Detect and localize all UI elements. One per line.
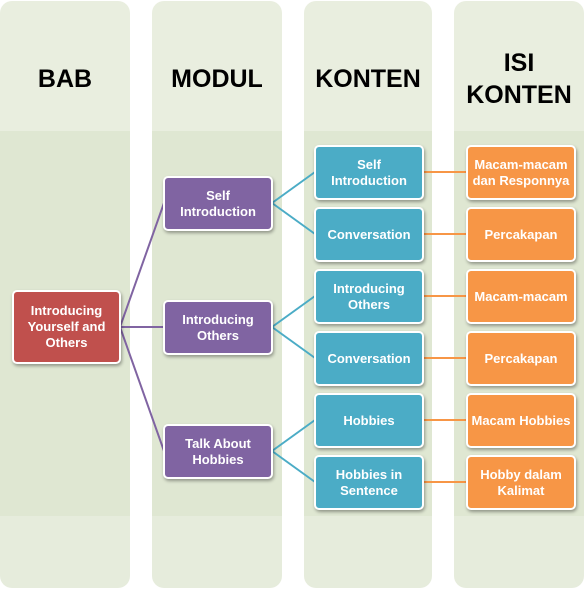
isi-konten-node-hobby-dalam-kalimat: Hobby dalam Kalimat	[466, 455, 576, 510]
isi-konten-node-macam-macam: Macam-macam	[466, 269, 576, 324]
modul-node-introducing-others: Introducing Others	[163, 300, 273, 355]
column-modul-panel	[152, 1, 282, 588]
header-konten: KONTEN	[315, 65, 421, 93]
bab-node: Introducing Yourself and Others	[12, 290, 121, 364]
connector-modul1-to-konten-2	[271, 202, 316, 235]
isi-konten-node-macam-hobbies: Macam Hobbies	[466, 393, 576, 448]
header-isi-konten: ISI KONTEN	[466, 49, 572, 109]
konten-node-conversation-2: Conversation	[314, 331, 424, 386]
modul-node-self-introduction: Self Introduction	[163, 176, 273, 231]
connector-modul3-to-konten-5	[271, 419, 316, 452]
konten-node-conversation-1: Conversation	[314, 207, 424, 262]
connector-modul2-to-konten-3	[271, 295, 316, 328]
isi-konten-node-percakapan-1: Percakapan	[466, 207, 576, 262]
konten-node-hobbies: Hobbies	[314, 393, 424, 448]
konten-node-hobbies-in-sentence: Hobbies in Sentence	[314, 455, 424, 510]
connector-modul3-to-konten-6	[271, 450, 316, 483]
connector-bab-to-modul-1	[119, 202, 165, 328]
isi-konten-node-macam-macam-dan-responnya: Macam-macam dan Responnya	[466, 145, 576, 200]
header-modul: MODUL	[171, 65, 263, 93]
header-bab: BAB	[37, 65, 93, 93]
isi-konten-node-percakapan-2: Percakapan	[466, 331, 576, 386]
connector-modul1-to-konten-1	[271, 171, 316, 204]
connector-modul2-to-konten-4	[271, 326, 316, 359]
connector-bab-to-modul-3	[119, 326, 165, 452]
modul-node-talk-about-hobbies: Talk About Hobbies	[163, 424, 273, 479]
konten-node-introducing-others: Introducing Others	[314, 269, 424, 324]
konten-node-self-introduction: Self Introduction	[314, 145, 424, 200]
